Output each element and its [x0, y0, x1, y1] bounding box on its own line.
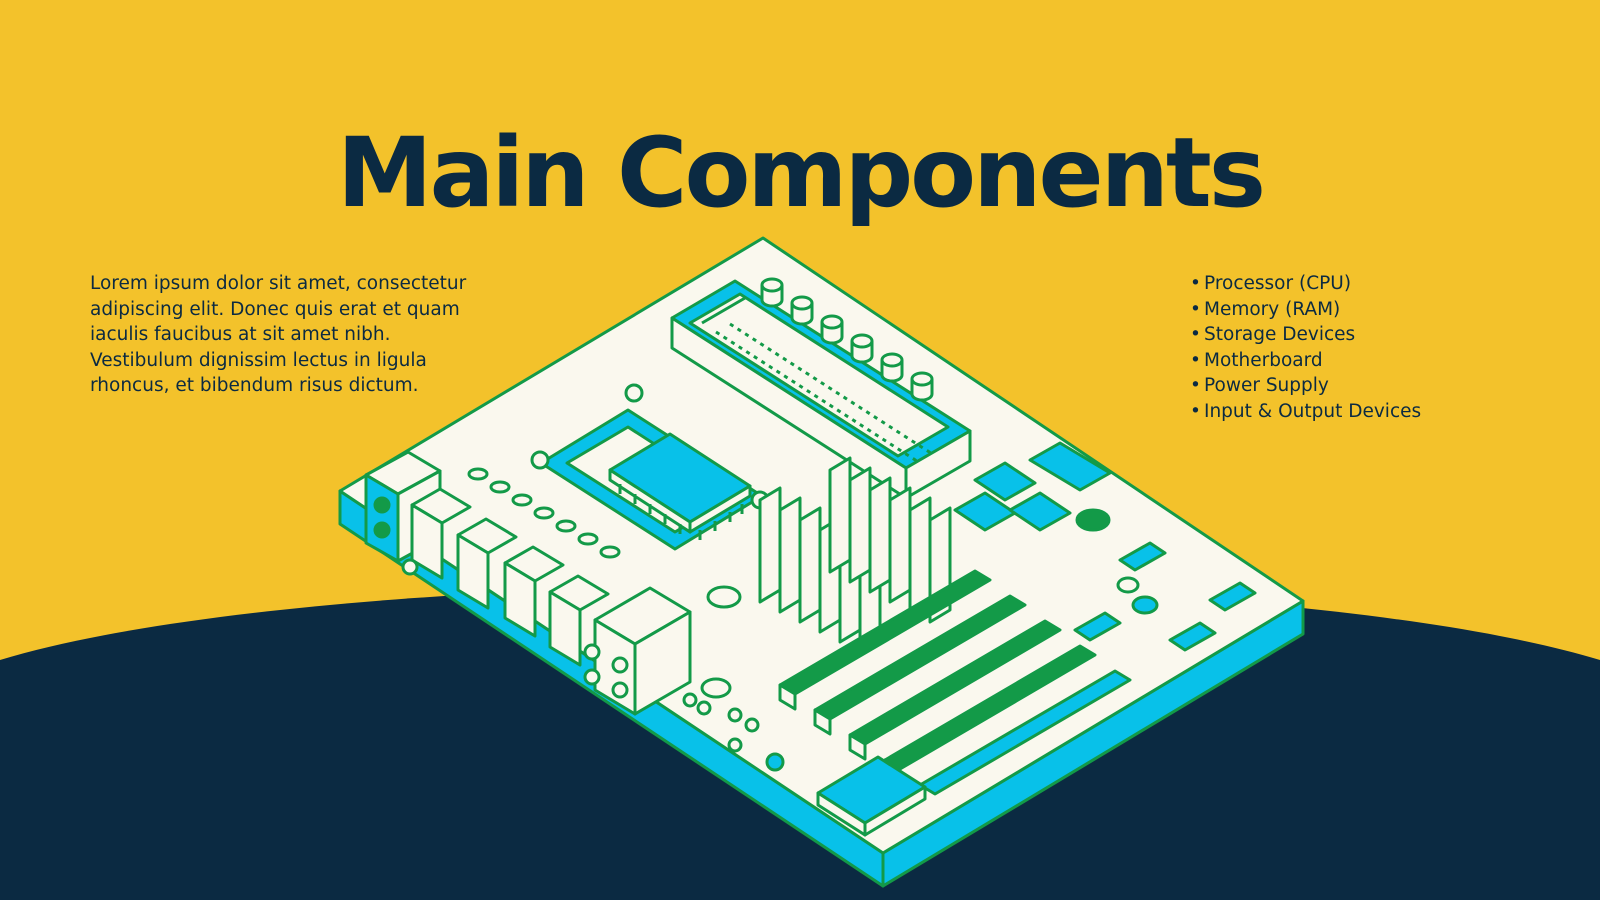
component-list: •Processor (CPU) •Memory (RAM) •Storage …: [1190, 271, 1421, 425]
list-item: •Motherboard: [1190, 348, 1421, 374]
list-item-label: Motherboard: [1204, 349, 1323, 371]
small-chips: [682, 441, 1257, 837]
heatsink: [758, 456, 952, 654]
list-item: •Processor (CPU): [1190, 271, 1421, 297]
capacitor-row: [760, 277, 934, 402]
bullet-icon: •: [1190, 375, 1201, 397]
list-item-label: Memory (RAM): [1204, 298, 1341, 320]
bullet-icon: •: [1190, 324, 1201, 346]
io-ports: [364, 450, 692, 716]
bullet-icon: •: [1190, 298, 1201, 320]
list-item: •Memory (RAM): [1190, 297, 1421, 323]
list-item: •Input & Output Devices: [1190, 399, 1421, 425]
bullet-icon: •: [1190, 349, 1201, 371]
ram-slots: [670, 279, 972, 500]
list-item-label: Storage Devices: [1204, 324, 1356, 346]
list-item-label: Power Supply: [1204, 375, 1329, 397]
bullet-icon: •: [1190, 400, 1201, 422]
capacitor-cluster: [467, 467, 621, 559]
cpu-chip: [608, 432, 752, 540]
pcie-slots: [778, 569, 1132, 796]
list-item: •Power Supply: [1190, 373, 1421, 399]
bullet-icon: •: [1190, 273, 1201, 294]
page-title: Main Components: [337, 117, 1266, 229]
list-item-label: Processor (CPU): [1204, 273, 1352, 294]
body-paragraph: Lorem ipsum dolor sit amet, consectetur …: [90, 273, 467, 397]
list-item: •Storage Devices: [1190, 322, 1421, 348]
list-item-label: Input & Output Devices: [1204, 400, 1422, 422]
